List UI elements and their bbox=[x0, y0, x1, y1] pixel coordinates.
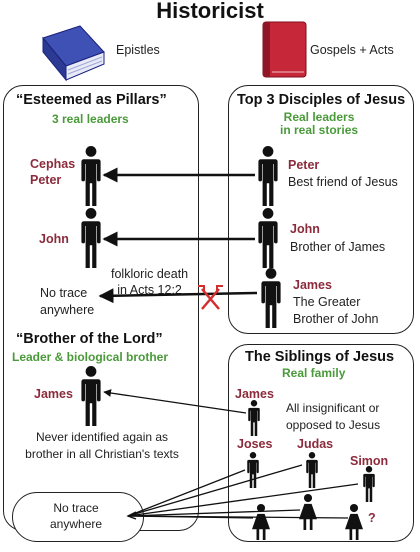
disciples-heading: Top 3 Disciples of Jesus bbox=[237, 92, 406, 108]
pillars-heading: “Esteemed as Pillars” bbox=[16, 92, 167, 108]
disciples-peter-name: Peter bbox=[288, 158, 320, 172]
gospels-book-icon bbox=[262, 21, 307, 78]
bottom-no-trace-box bbox=[12, 492, 144, 542]
brother-heading: “Brother of the Lord” bbox=[16, 331, 163, 347]
brother-james-label: James bbox=[34, 387, 73, 401]
disciples-john-name: John bbox=[290, 222, 320, 236]
siblings-unknown-label: ? bbox=[368, 511, 376, 525]
page-title: Historicist bbox=[156, 0, 264, 23]
disciple-james-figure bbox=[261, 268, 281, 328]
sibling-simon-figure bbox=[363, 466, 375, 502]
pillars-john-label: John bbox=[39, 232, 69, 246]
sibling-links bbox=[127, 464, 359, 519]
pillars-subtitle: 3 real leaders bbox=[52, 112, 129, 126]
crossed-swords-icon bbox=[198, 285, 223, 310]
siblings-simon-label: Simon bbox=[350, 454, 389, 468]
disciples-john-desc: Brother of James bbox=[290, 240, 386, 254]
pillar-john-figure bbox=[81, 208, 101, 268]
pillars-no-trace: No trace anywhere bbox=[40, 286, 95, 317]
arrow-james-to-no-trace bbox=[98, 288, 258, 304]
sister-figure-2 bbox=[299, 494, 317, 530]
peter-figure bbox=[258, 146, 278, 206]
pillars-box bbox=[3, 85, 199, 531]
siblings-judas-label: Judas bbox=[297, 437, 334, 451]
epistles-book-icon bbox=[42, 25, 105, 82]
disciples-subtitle: Real leaders in real stories bbox=[280, 110, 359, 137]
siblings-insignificant-note: All insignificant or opposed to Jesus bbox=[286, 401, 381, 432]
sibling-joses-figure bbox=[247, 452, 259, 488]
sibling-judas-figure bbox=[306, 452, 318, 488]
siblings-joses-label: Joses bbox=[237, 437, 273, 451]
legend-epistles-label: Epistles bbox=[116, 43, 160, 57]
sibling-james-figure bbox=[248, 400, 260, 436]
siblings-james-label: James bbox=[235, 387, 274, 401]
bottom-no-trace: No trace anywhere bbox=[50, 501, 103, 531]
cephas-figure bbox=[81, 146, 101, 206]
sibling-link-arrowheads bbox=[126, 511, 137, 520]
brother-note: Never identified again as brother in all… bbox=[25, 430, 179, 461]
brother-james-figure bbox=[81, 366, 101, 426]
arrow-sibling-james-to-brother bbox=[103, 389, 247, 414]
disciples-james-desc: The Greater Brother of John bbox=[293, 295, 379, 326]
pillars-cephas-label: Cephas Peter bbox=[30, 157, 76, 187]
siblings-heading: The Siblings of Jesus bbox=[245, 349, 395, 365]
disciples-james-name: James bbox=[293, 278, 332, 292]
brother-subtitle: Leader & biological brother bbox=[12, 350, 169, 364]
siblings-subtitle: Real family bbox=[282, 366, 346, 380]
sister-figure-3 bbox=[345, 504, 363, 540]
disciple-john-figure bbox=[258, 208, 278, 268]
sister-figure-1 bbox=[252, 504, 270, 540]
disciples-peter-desc: Best friend of Jesus bbox=[288, 175, 398, 189]
disciples-box bbox=[228, 85, 414, 334]
legend-gospels-label: Gospels + Acts bbox=[310, 43, 394, 57]
